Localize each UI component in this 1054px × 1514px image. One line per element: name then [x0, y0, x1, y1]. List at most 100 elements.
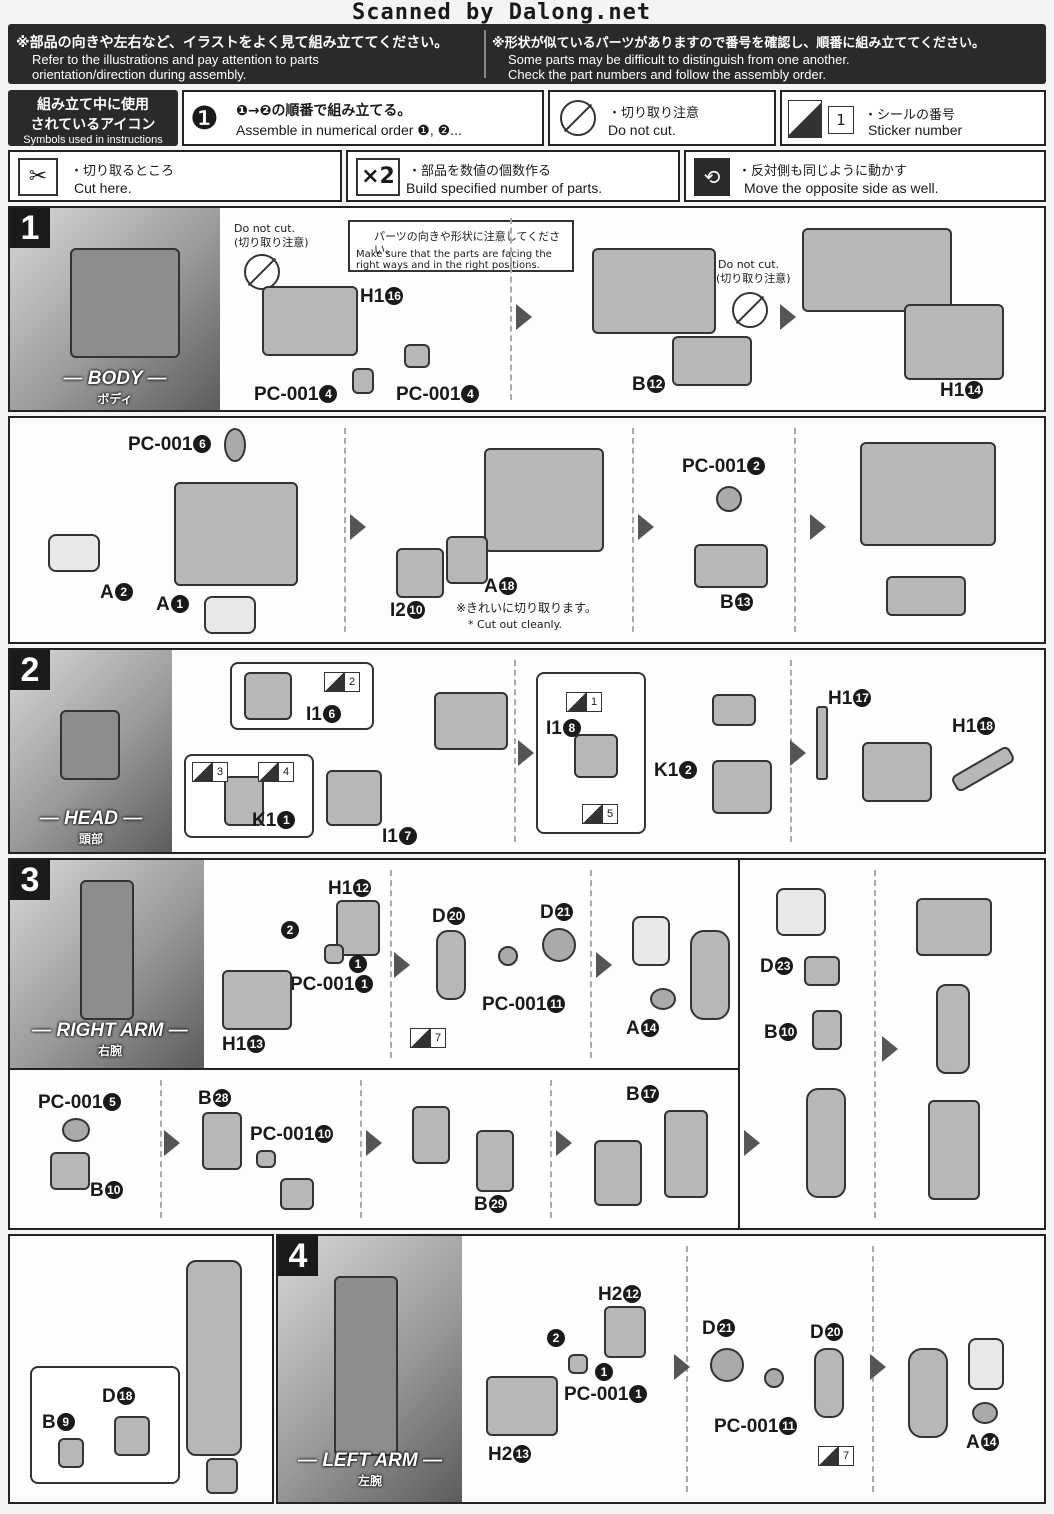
a14-part: [650, 988, 676, 1010]
legend-sticker: 1 ・シールの番号 Sticker number: [780, 90, 1046, 146]
sticker-number-box: 1: [828, 106, 854, 134]
step3-title-jp: 右腕: [97, 1044, 122, 1058]
body-complete: [860, 442, 996, 546]
h1-17-antenna: [816, 706, 828, 780]
sticker-7: 7: [818, 1446, 855, 1466]
legend-nocut: ・切り取り注意 Do not cut.: [548, 90, 776, 146]
arrow-right: [516, 304, 532, 330]
step2-title-en: — HEAD —: [39, 808, 143, 829]
opp-jp: ・反対側も同じように動かす: [738, 164, 908, 179]
pc001-11-part: [764, 1368, 784, 1388]
k11-part: [224, 776, 264, 826]
do-not-cut-icon: [560, 100, 596, 136]
d20-part: [436, 930, 466, 1000]
body-core-assembly: [484, 448, 604, 552]
header-divider: [484, 30, 486, 78]
k12-part: [712, 694, 756, 726]
a14-sticker-box: [632, 916, 670, 966]
header-left-jp: ※部品の向きや左右など、イラストをよく見て組み立ててください。: [16, 35, 449, 51]
arrow-right: [882, 1036, 898, 1062]
h1-13-part: [222, 970, 292, 1030]
header-left-en-1: Refer to the illustrations and pay atten…: [32, 52, 319, 67]
left-arm-illustration: [334, 1276, 398, 1456]
head-assembly: [712, 760, 772, 814]
a18-part: [446, 536, 488, 584]
separator: [794, 428, 796, 632]
pc001-10-part: [256, 1150, 276, 1168]
sticker-4: 4: [258, 762, 295, 782]
nocut1-en: Do not cut.: [234, 222, 296, 235]
order-1: 1: [348, 954, 367, 976]
legend-x2: ×2 ・部品を数値の個数作る Build specified number of…: [346, 150, 680, 202]
watermark: Scanned by Dalong.net: [352, 0, 652, 25]
cut-jp: ・切り取るところ: [70, 164, 175, 179]
forearm-joint-part: [690, 930, 730, 1020]
arrow-right: [518, 740, 534, 766]
multiply-icon: ×2: [356, 158, 400, 196]
b11-assembled: [280, 1178, 314, 1210]
pc001-4-part-a: [352, 368, 374, 394]
nocut2-icon: [732, 292, 768, 328]
arrow-right: [870, 1354, 886, 1380]
header-right-en-2: Check the part numbers and follow the as…: [508, 67, 826, 82]
pc001-11-part: [498, 946, 518, 966]
nocut-jp: ・切り取り注意: [608, 106, 700, 121]
legend-title-jp-2: されているアイコン: [30, 117, 156, 133]
arrow-right: [790, 740, 806, 766]
body-section-image: [10, 208, 220, 410]
nocut2-jp: (切り取り注意): [716, 272, 791, 285]
arrow-right: [744, 1130, 760, 1156]
separator: [344, 428, 346, 632]
header-left-en-2: orientation/direction during assembly.: [32, 67, 247, 82]
opp-en: Move the opposite side as well.: [744, 180, 939, 196]
b9-part: [58, 1438, 84, 1468]
sticker-1: 1: [566, 692, 603, 712]
cut-here-icon: ✂: [18, 158, 58, 196]
pc001-4-part-b: [404, 344, 430, 368]
i2-10-part: [396, 548, 444, 598]
b13-assembled: [886, 576, 966, 616]
forearm-complete: [928, 1100, 980, 1200]
elbow-cover-assembly: [594, 1140, 642, 1206]
right-arm-complete: [186, 1260, 242, 1456]
arrow-right: [350, 514, 366, 540]
order-icon: ❶: [190, 99, 219, 137]
forearm-assembly: [806, 1088, 846, 1198]
sticker-a2: [48, 534, 100, 572]
right-arm-illustration: [80, 880, 134, 1020]
order-2: 2: [546, 1328, 565, 1350]
separator: [632, 428, 634, 632]
b11-part: [50, 1152, 90, 1190]
b13-part: [694, 544, 768, 588]
elbow-assembly: [412, 1106, 450, 1164]
i17-part: [326, 770, 382, 826]
header-right-en-1: Some parts may be difficult to distingui…: [508, 52, 850, 67]
legend-title: 組み立て中に使用 されているアイコン Symbols used in instr…: [8, 90, 178, 146]
pc001-1-part: [324, 944, 344, 964]
d20-part: [814, 1348, 844, 1418]
d21-part: [710, 1348, 744, 1382]
